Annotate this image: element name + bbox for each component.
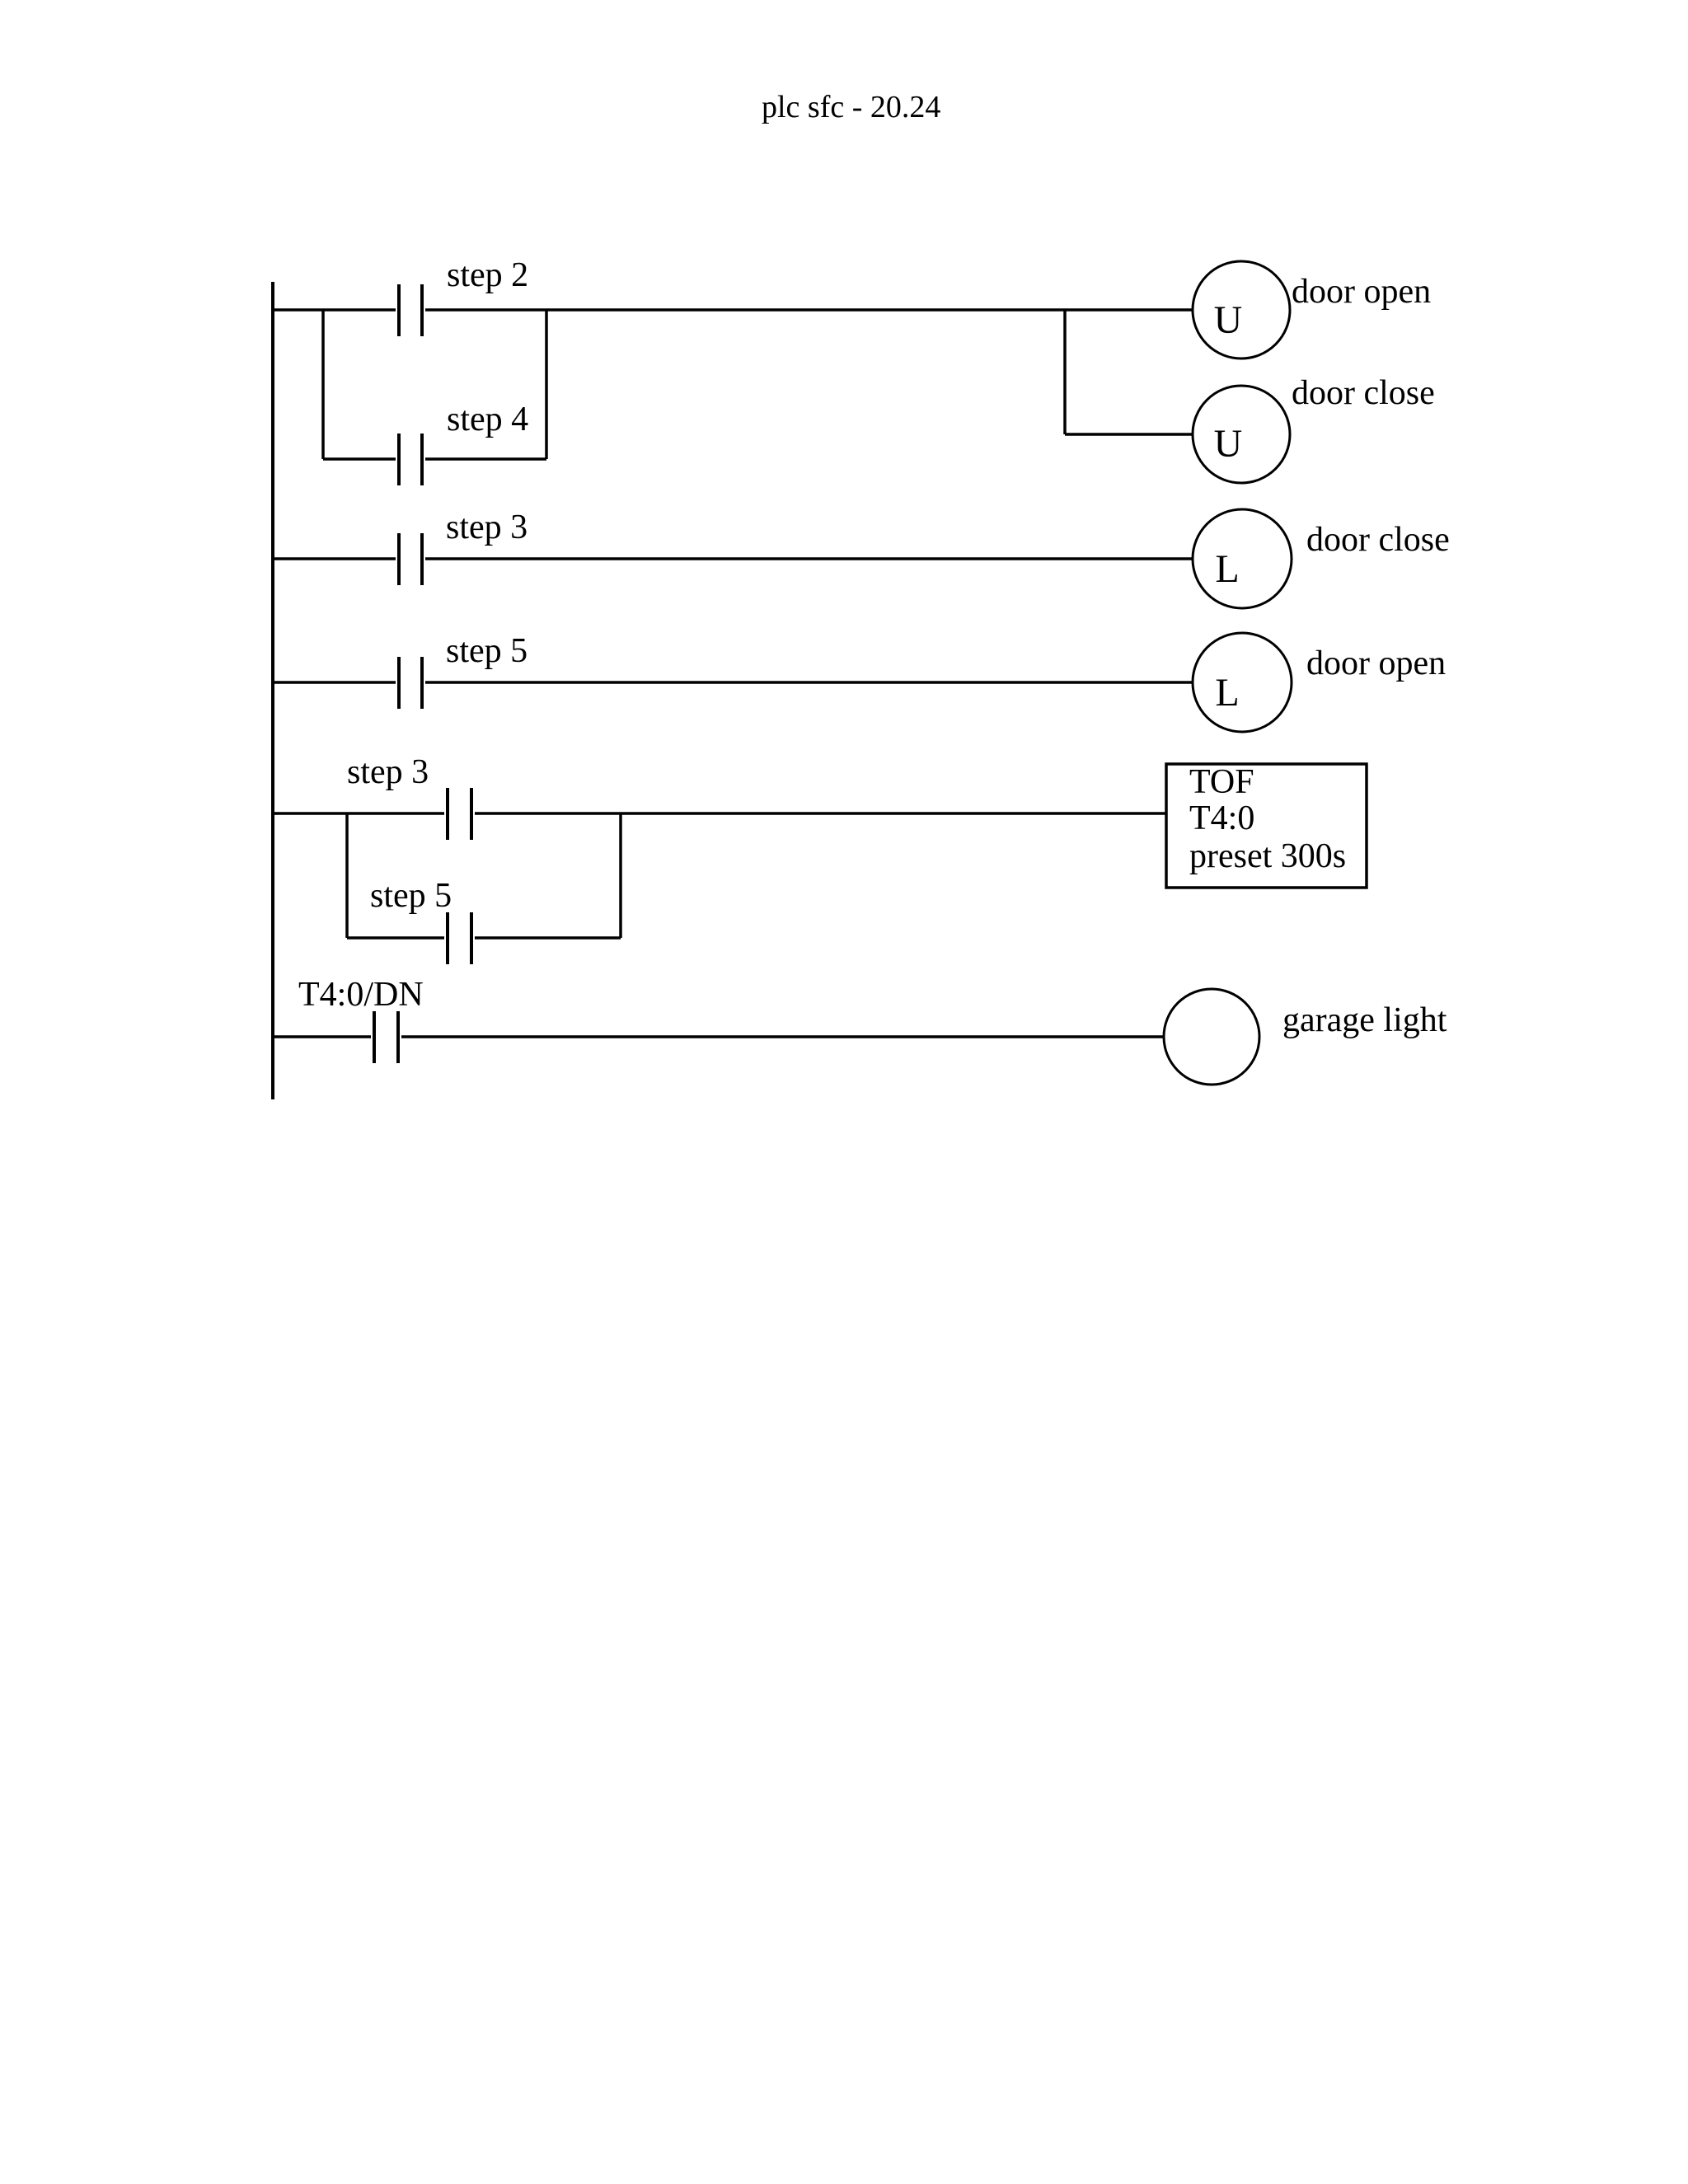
coil-label-door-close-2: door close [1306, 521, 1450, 559]
timer-box-address: T4:0 [1189, 799, 1255, 837]
rung-3-wires [273, 631, 1293, 733]
timer-box-type: TOF [1189, 763, 1254, 801]
coil-letter-unlatch-door-open: U [1213, 298, 1243, 342]
coil-circle [1191, 384, 1292, 485]
coil-letter-latch-door-close: L [1215, 547, 1240, 591]
contact-label-rung4-step3: step 3 [347, 753, 429, 791]
contact-label-rung1-step4: step 4 [447, 401, 529, 438]
contact-label-rung3-step5: step 5 [446, 632, 528, 670]
rung-1-wires [273, 260, 1292, 485]
coil-circle [1191, 631, 1293, 733]
rung-5-wires [273, 987, 1261, 1086]
page-title: plc sfc - 20.24 [762, 90, 941, 124]
coil-circle [1162, 987, 1261, 1086]
timer-box [1165, 762, 1368, 889]
coil-label-door-open-2: door open [1306, 644, 1447, 682]
coil-circle [1191, 508, 1293, 610]
coil-letter-unlatch-door-close: U [1213, 422, 1243, 466]
coil-label-garage-light: garage light [1282, 1001, 1447, 1039]
rung-4-wires [273, 762, 1368, 964]
rung-2-wires [273, 508, 1293, 610]
contact-label-rung4-step5: step 5 [370, 877, 452, 915]
contact-label-rung2-step3: step 3 [446, 509, 528, 546]
coil-letter-latch-door-open: L [1215, 671, 1240, 715]
timer-box-preset: preset 300s [1189, 837, 1347, 875]
contact-label-rung1-step2: step 2 [447, 256, 529, 294]
coil-circle [1191, 260, 1292, 360]
coil-label-door-close-1: door close [1292, 374, 1435, 412]
contact-label-rung5-t40dn: T4:0/DN [298, 976, 424, 1014]
coil-label-door-open-1: door open [1292, 273, 1432, 311]
